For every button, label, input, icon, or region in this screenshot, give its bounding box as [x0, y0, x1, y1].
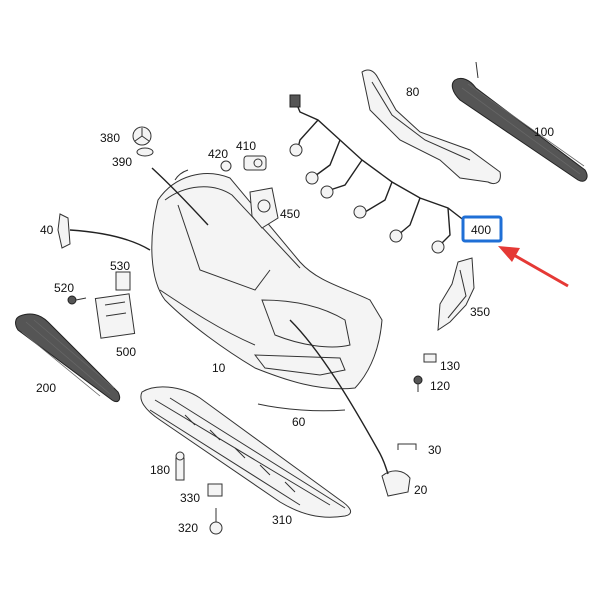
- label-310: 310: [272, 513, 292, 527]
- label-380: 380: [100, 131, 120, 145]
- strip-60: [257, 403, 346, 412]
- label-80: 80: [406, 85, 420, 99]
- label-180: 180: [150, 463, 170, 477]
- label-20: 20: [414, 483, 428, 497]
- leader-390: [151, 167, 209, 226]
- label-200: 200: [36, 381, 56, 395]
- bumper-bracket-80: [361, 69, 501, 185]
- label-390: 390: [112, 155, 132, 169]
- label-410: 410: [236, 139, 256, 153]
- clip-530: [115, 271, 131, 291]
- label-530: 530: [110, 259, 130, 273]
- clip-330: [207, 483, 223, 497]
- label-40: 40: [40, 223, 54, 237]
- red-pointer-arrow: [498, 246, 569, 288]
- lower-splash-panel: [140, 386, 352, 518]
- sensor-holder-450: [249, 187, 279, 229]
- label-320: 320: [178, 521, 198, 535]
- rivet-120: [413, 375, 423, 392]
- clip-30: [397, 443, 417, 450]
- label-30: 30: [428, 443, 442, 457]
- sensor-410: [243, 155, 267, 171]
- label-10: 10: [212, 361, 226, 375]
- label-130: 130: [440, 359, 460, 373]
- side-bracket-350: [437, 257, 475, 331]
- label-400: 400: [471, 223, 491, 237]
- highlight-box: [461, 215, 503, 243]
- bracket-40: [57, 213, 151, 251]
- lower-grille: [15, 313, 121, 403]
- tow-hook-cover-20: [289, 319, 411, 497]
- parking-sensor-wiring-harness: [289, 94, 471, 254]
- label-330: 330: [180, 491, 200, 505]
- highlight-400[interactable]: 400: [461, 215, 503, 243]
- screw-520: [67, 295, 87, 305]
- label-420: 420: [208, 147, 228, 161]
- front-bumper-cover: [151, 169, 383, 390]
- label-120: 120: [430, 379, 450, 393]
- clip-130: [423, 353, 437, 363]
- label-60: 60: [292, 415, 306, 429]
- star-emblem: [132, 126, 152, 146]
- label-450: 450: [280, 207, 300, 221]
- plate-bracket-500: [94, 293, 136, 339]
- label-520: 520: [54, 281, 74, 295]
- label-500: 500: [116, 345, 136, 359]
- screw-320: [209, 508, 223, 535]
- label-100: 100: [534, 125, 554, 139]
- ring-420: [220, 160, 232, 172]
- bolt-180: [175, 451, 185, 481]
- upper-trim-100: [451, 61, 588, 182]
- label-350: 350: [470, 305, 490, 319]
- emblem-mount-390: [136, 147, 154, 157]
